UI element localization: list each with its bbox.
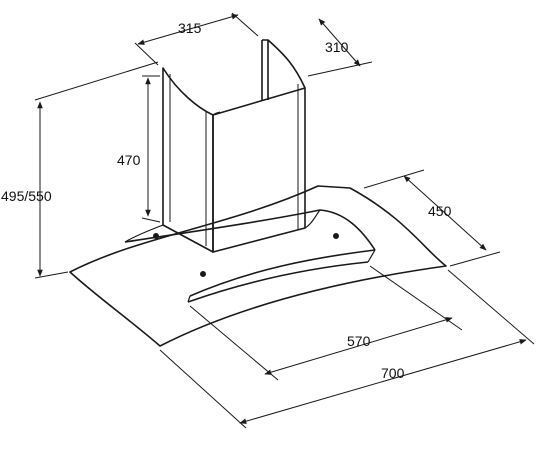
body-lower-curve (189, 249, 376, 297)
chimney (162, 39, 306, 253)
screw-left (153, 233, 160, 240)
label-495-550: 495/550 (1, 188, 52, 204)
dim-line-700 (239, 339, 527, 424)
label-470: 470 (117, 152, 141, 168)
dim-line-310 (318, 18, 361, 67)
dimension-labels: 315 310 470 495/550 450 570 700 (1, 20, 452, 381)
glass-panel-outline (69, 185, 447, 347)
chimney-rear-panel (261, 39, 306, 100)
body-front-curve (187, 261, 369, 303)
body-upper-curve (124, 209, 376, 251)
dim-line-315 (137, 14, 239, 45)
label-310: 310 (325, 39, 349, 55)
label-315: 315 (178, 20, 202, 36)
label-570: 570 (347, 333, 371, 349)
chimney-front-face (212, 87, 306, 253)
screw-right (332, 233, 339, 240)
label-450: 450 (428, 203, 452, 219)
screw-center (200, 270, 207, 277)
dim-line-450 (403, 175, 487, 251)
canopy (69, 185, 447, 347)
label-700: 700 (381, 365, 405, 381)
dimension-lines (34, 12, 535, 429)
